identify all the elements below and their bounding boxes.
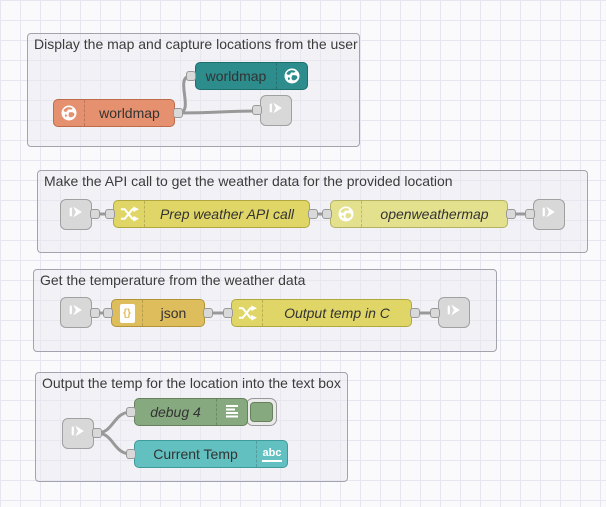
globe-icon — [54, 100, 85, 126]
function-icon — [232, 300, 263, 326]
node-function-prep-weather[interactable]: Prep weather API call — [113, 200, 310, 228]
link-in-icon — [69, 422, 87, 445]
link-in-icon — [67, 203, 85, 226]
node-link-out[interactable] — [438, 297, 470, 328]
node-function-output-temp[interactable]: Output temp in C — [231, 299, 412, 327]
debug-toggle-state — [250, 402, 273, 422]
node-label: openweathermap — [380, 206, 489, 222]
group-label: Make the API call to get the weather dat… — [44, 173, 453, 189]
node-link-in[interactable] — [60, 199, 92, 230]
port-input[interactable] — [126, 407, 136, 417]
port-input[interactable] — [525, 209, 535, 219]
port-input[interactable] — [252, 105, 262, 115]
node-openweathermap[interactable]: openweathermap — [330, 200, 508, 228]
port-input[interactable] — [105, 209, 115, 219]
port-output[interactable] — [203, 308, 213, 318]
globe-icon — [276, 63, 307, 89]
group-output-temp[interactable]: Output the temp for the location into th… — [35, 372, 348, 482]
group-display-map[interactable]: Display the map and capture locations fr… — [27, 33, 360, 147]
node-json[interactable]: {} json — [111, 299, 205, 327]
function-icon — [114, 201, 145, 227]
group-label: Display the map and capture locations fr… — [34, 36, 358, 52]
node-label: Prep weather API call — [159, 206, 295, 222]
port-output[interactable] — [90, 308, 100, 318]
port-output[interactable] — [506, 209, 516, 219]
text-abc-icon: abc — [256, 441, 287, 467]
link-out-icon — [540, 203, 558, 226]
json-file-icon: {} — [112, 300, 143, 326]
group-label: Output the temp for the location into th… — [42, 375, 341, 391]
link-in-icon — [67, 301, 85, 324]
wire[interactable] — [176, 109, 258, 115]
node-label: worldmap — [99, 105, 160, 121]
node-link-out[interactable] — [533, 199, 565, 230]
port-input[interactable] — [186, 71, 196, 81]
port-output[interactable] — [90, 209, 100, 219]
link-out-icon — [267, 99, 285, 122]
debug-list-icon — [216, 399, 247, 425]
debug-toggle-button[interactable] — [246, 398, 277, 426]
globe-icon — [331, 201, 362, 227]
node-label: worldmap — [205, 68, 267, 84]
node-label: debug 4 — [150, 404, 201, 420]
port-output[interactable] — [308, 209, 318, 219]
node-link-in[interactable] — [60, 297, 92, 328]
port-output[interactable] — [92, 428, 102, 438]
node-link-out[interactable] — [260, 95, 292, 126]
port-output[interactable] — [173, 108, 183, 118]
port-input[interactable] — [223, 308, 233, 318]
node-worldmap-in[interactable]: worldmap — [53, 99, 175, 127]
node-label: json — [160, 305, 187, 321]
node-label: Output temp in C — [284, 305, 390, 321]
port-input[interactable] — [322, 209, 332, 219]
port-input[interactable] — [430, 308, 440, 318]
group-label: Get the temperature from the weather dat… — [40, 272, 306, 288]
node-debug[interactable]: debug 4 — [134, 398, 248, 426]
node-link-in[interactable] — [62, 418, 94, 449]
node-label: Current Temp — [153, 446, 238, 462]
port-input[interactable] — [103, 308, 113, 318]
link-out-icon — [445, 301, 463, 324]
node-worldmap-out[interactable]: worldmap — [195, 62, 308, 90]
port-input[interactable] — [126, 449, 136, 459]
port-output[interactable] — [410, 308, 420, 318]
node-ui-text-current-temp[interactable]: Current Temp abc — [134, 440, 288, 468]
